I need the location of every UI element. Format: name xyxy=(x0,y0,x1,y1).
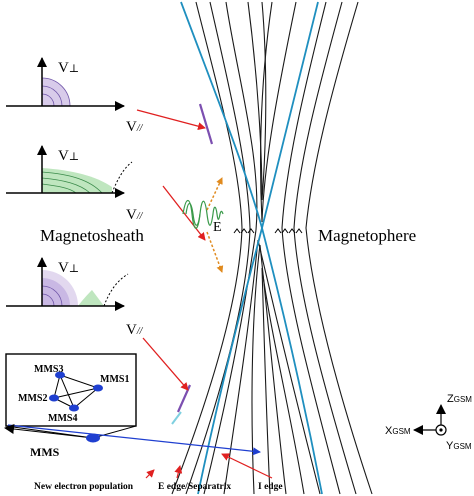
v-perp-label: V⊥ xyxy=(58,260,79,276)
v-perp-label: V⊥ xyxy=(58,148,79,164)
z-gsm-label: ZGSM xyxy=(447,393,472,405)
e-edge-pointer xyxy=(174,465,183,479)
v-par-label: V// xyxy=(126,322,144,338)
inset-projection-line xyxy=(92,425,137,439)
y-gsm-label: YGSM xyxy=(446,440,472,452)
mms1-label: MMS1 xyxy=(100,374,129,385)
e-field-label: E xyxy=(213,220,222,235)
field-line xyxy=(251,244,287,495)
field-line xyxy=(281,1,341,495)
v-perp-label: V⊥ xyxy=(58,60,79,76)
field-line xyxy=(171,1,243,495)
mms3-label: MMS3 xyxy=(34,364,63,375)
lower-trajectory-segment-cyan xyxy=(171,411,182,425)
v-par-label: V// xyxy=(126,119,144,135)
i-edge-label: I edge xyxy=(258,482,283,492)
field-line xyxy=(293,1,357,495)
pointer-arrow-1 xyxy=(136,109,206,131)
wave-packet xyxy=(182,199,224,229)
magnetosheath-label: Magnetosheath xyxy=(40,226,144,245)
wave-packet xyxy=(185,202,201,226)
new-population-pointer xyxy=(145,469,155,479)
field-line xyxy=(185,1,251,495)
field-line xyxy=(247,1,267,201)
separatrix-line xyxy=(197,1,319,495)
mms-spacecraft-marker xyxy=(86,433,100,443)
field-line xyxy=(305,1,373,495)
mms3-marker xyxy=(55,371,65,379)
mms-trajectory-arrow xyxy=(7,424,261,456)
upper-trajectory-segment xyxy=(198,103,214,145)
pointer-arrow-2 xyxy=(162,185,206,241)
mms2-label: MMS2 xyxy=(18,393,47,404)
mms-inset: MMS3 MMS1 MMS2 MMS4 xyxy=(5,353,137,427)
distribution-panel-2: V⊥ V// xyxy=(6,145,144,223)
field-line xyxy=(261,267,305,495)
mms1-marker xyxy=(93,384,103,392)
distribution-panel-1: V⊥ V// xyxy=(6,57,144,135)
mms-trajectory-back xyxy=(4,424,94,439)
field-line xyxy=(259,1,297,223)
inflow-arrows xyxy=(233,228,303,234)
i-edge-pointer xyxy=(221,453,273,479)
separatrices xyxy=(180,1,323,495)
mms-label: MMS xyxy=(30,445,60,459)
new-population-label: New electron population xyxy=(34,482,134,492)
mms4-label: MMS4 xyxy=(48,413,77,424)
e-field-arrow-down xyxy=(206,231,224,273)
e-field-arrow-up xyxy=(206,177,223,211)
mms4-marker xyxy=(69,404,79,412)
x-gsm-label: XGSM xyxy=(385,425,411,437)
field-line xyxy=(203,1,258,495)
pointer-arrow-3 xyxy=(142,337,189,391)
e-edge-label: E edge/Separatrix xyxy=(158,482,231,492)
mms2-marker xyxy=(49,394,59,402)
field-lines xyxy=(171,1,373,495)
gsm-coordinate-system: ZGSM XGSM YGSM xyxy=(385,393,472,452)
v-par-label: V// xyxy=(126,207,144,223)
distribution-panel-3: V⊥ V// xyxy=(6,257,144,338)
magnetosphere-label: Magnetophere xyxy=(318,226,416,245)
lower-trajectory-segment xyxy=(176,384,192,413)
